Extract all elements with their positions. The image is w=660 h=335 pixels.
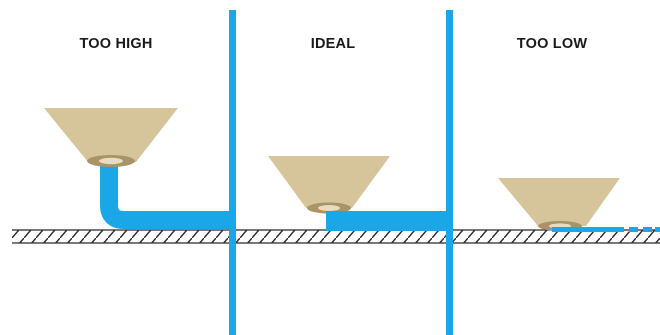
nozzle-icon <box>498 178 620 231</box>
filament-extrusion <box>326 211 446 231</box>
nozzle-icon <box>44 108 178 167</box>
filament-extrusion <box>100 163 230 229</box>
panel-ideal <box>268 156 446 231</box>
print-bed-icon <box>12 229 660 244</box>
filament-extrusion <box>552 227 660 232</box>
panel-title-too-low: TOO LOW <box>516 36 588 52</box>
panel-too-high <box>44 108 230 229</box>
panel-title-too-high: TOO HIGH <box>79 36 153 52</box>
panel-too-low <box>498 178 660 232</box>
panel-divider <box>229 10 236 335</box>
panel-title-ideal: IDEAL <box>310 36 356 52</box>
panel-divider <box>446 10 453 335</box>
nozzle-icon <box>268 156 390 214</box>
